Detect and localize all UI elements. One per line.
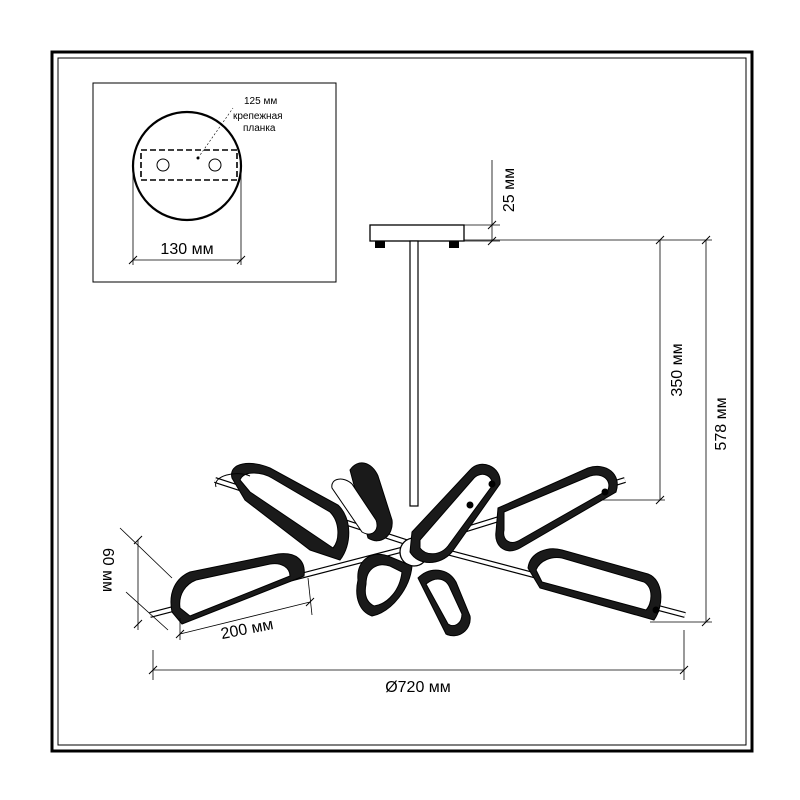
- canopy-thickness-label: 25 мм: [501, 168, 518, 212]
- canopy-plate: [369, 224, 465, 242]
- drawing-frame: [50, 50, 754, 753]
- shade-height-label: 60 мм: [99, 548, 116, 592]
- mounting-inset: 125 мм крепежная планка 130 мм: [92, 82, 337, 283]
- shade-center-top: [331, 462, 393, 542]
- shade-lower-left: [170, 553, 305, 625]
- lamp-shades: [170, 462, 662, 637]
- canopy-screw-right: [449, 241, 459, 248]
- shade-height-dimension: 60 мм: [99, 527, 173, 631]
- total-height-label: 578 мм: [713, 397, 730, 450]
- diameter-label: Ø720 мм: [385, 679, 451, 696]
- mounting-hole-right: [208, 158, 222, 172]
- canopy-and-stem: [369, 224, 465, 507]
- plate-name-label-2: планка: [243, 123, 276, 134]
- canopy-screw-left: [375, 241, 385, 248]
- canopy-thickness-dimension: 25 мм: [464, 160, 518, 246]
- canopy-diameter-label: 130 мм: [160, 241, 213, 258]
- plate-length-label: 125 мм: [244, 96, 277, 107]
- plate-name-label-1: крепежная: [233, 111, 283, 122]
- canopy-circle: [131, 110, 243, 222]
- mounting-hole-left: [156, 158, 170, 172]
- stem-rod: [409, 240, 419, 507]
- inset-frame: [92, 82, 337, 283]
- diameter-dimension: Ø720 мм: [148, 630, 689, 696]
- height-dimensions: 350 мм 578 мм: [464, 235, 730, 627]
- shade-lower-right: [527, 548, 662, 621]
- shade-upper-left: [215, 462, 350, 561]
- shade-lower-center: [356, 553, 471, 637]
- shade-length-label: 200 мм: [219, 616, 274, 643]
- arm-height-label: 350 мм: [669, 343, 686, 396]
- mounting-plate: [140, 149, 238, 181]
- shade-upper-right: [495, 466, 618, 552]
- shade-center-right: [409, 463, 501, 563]
